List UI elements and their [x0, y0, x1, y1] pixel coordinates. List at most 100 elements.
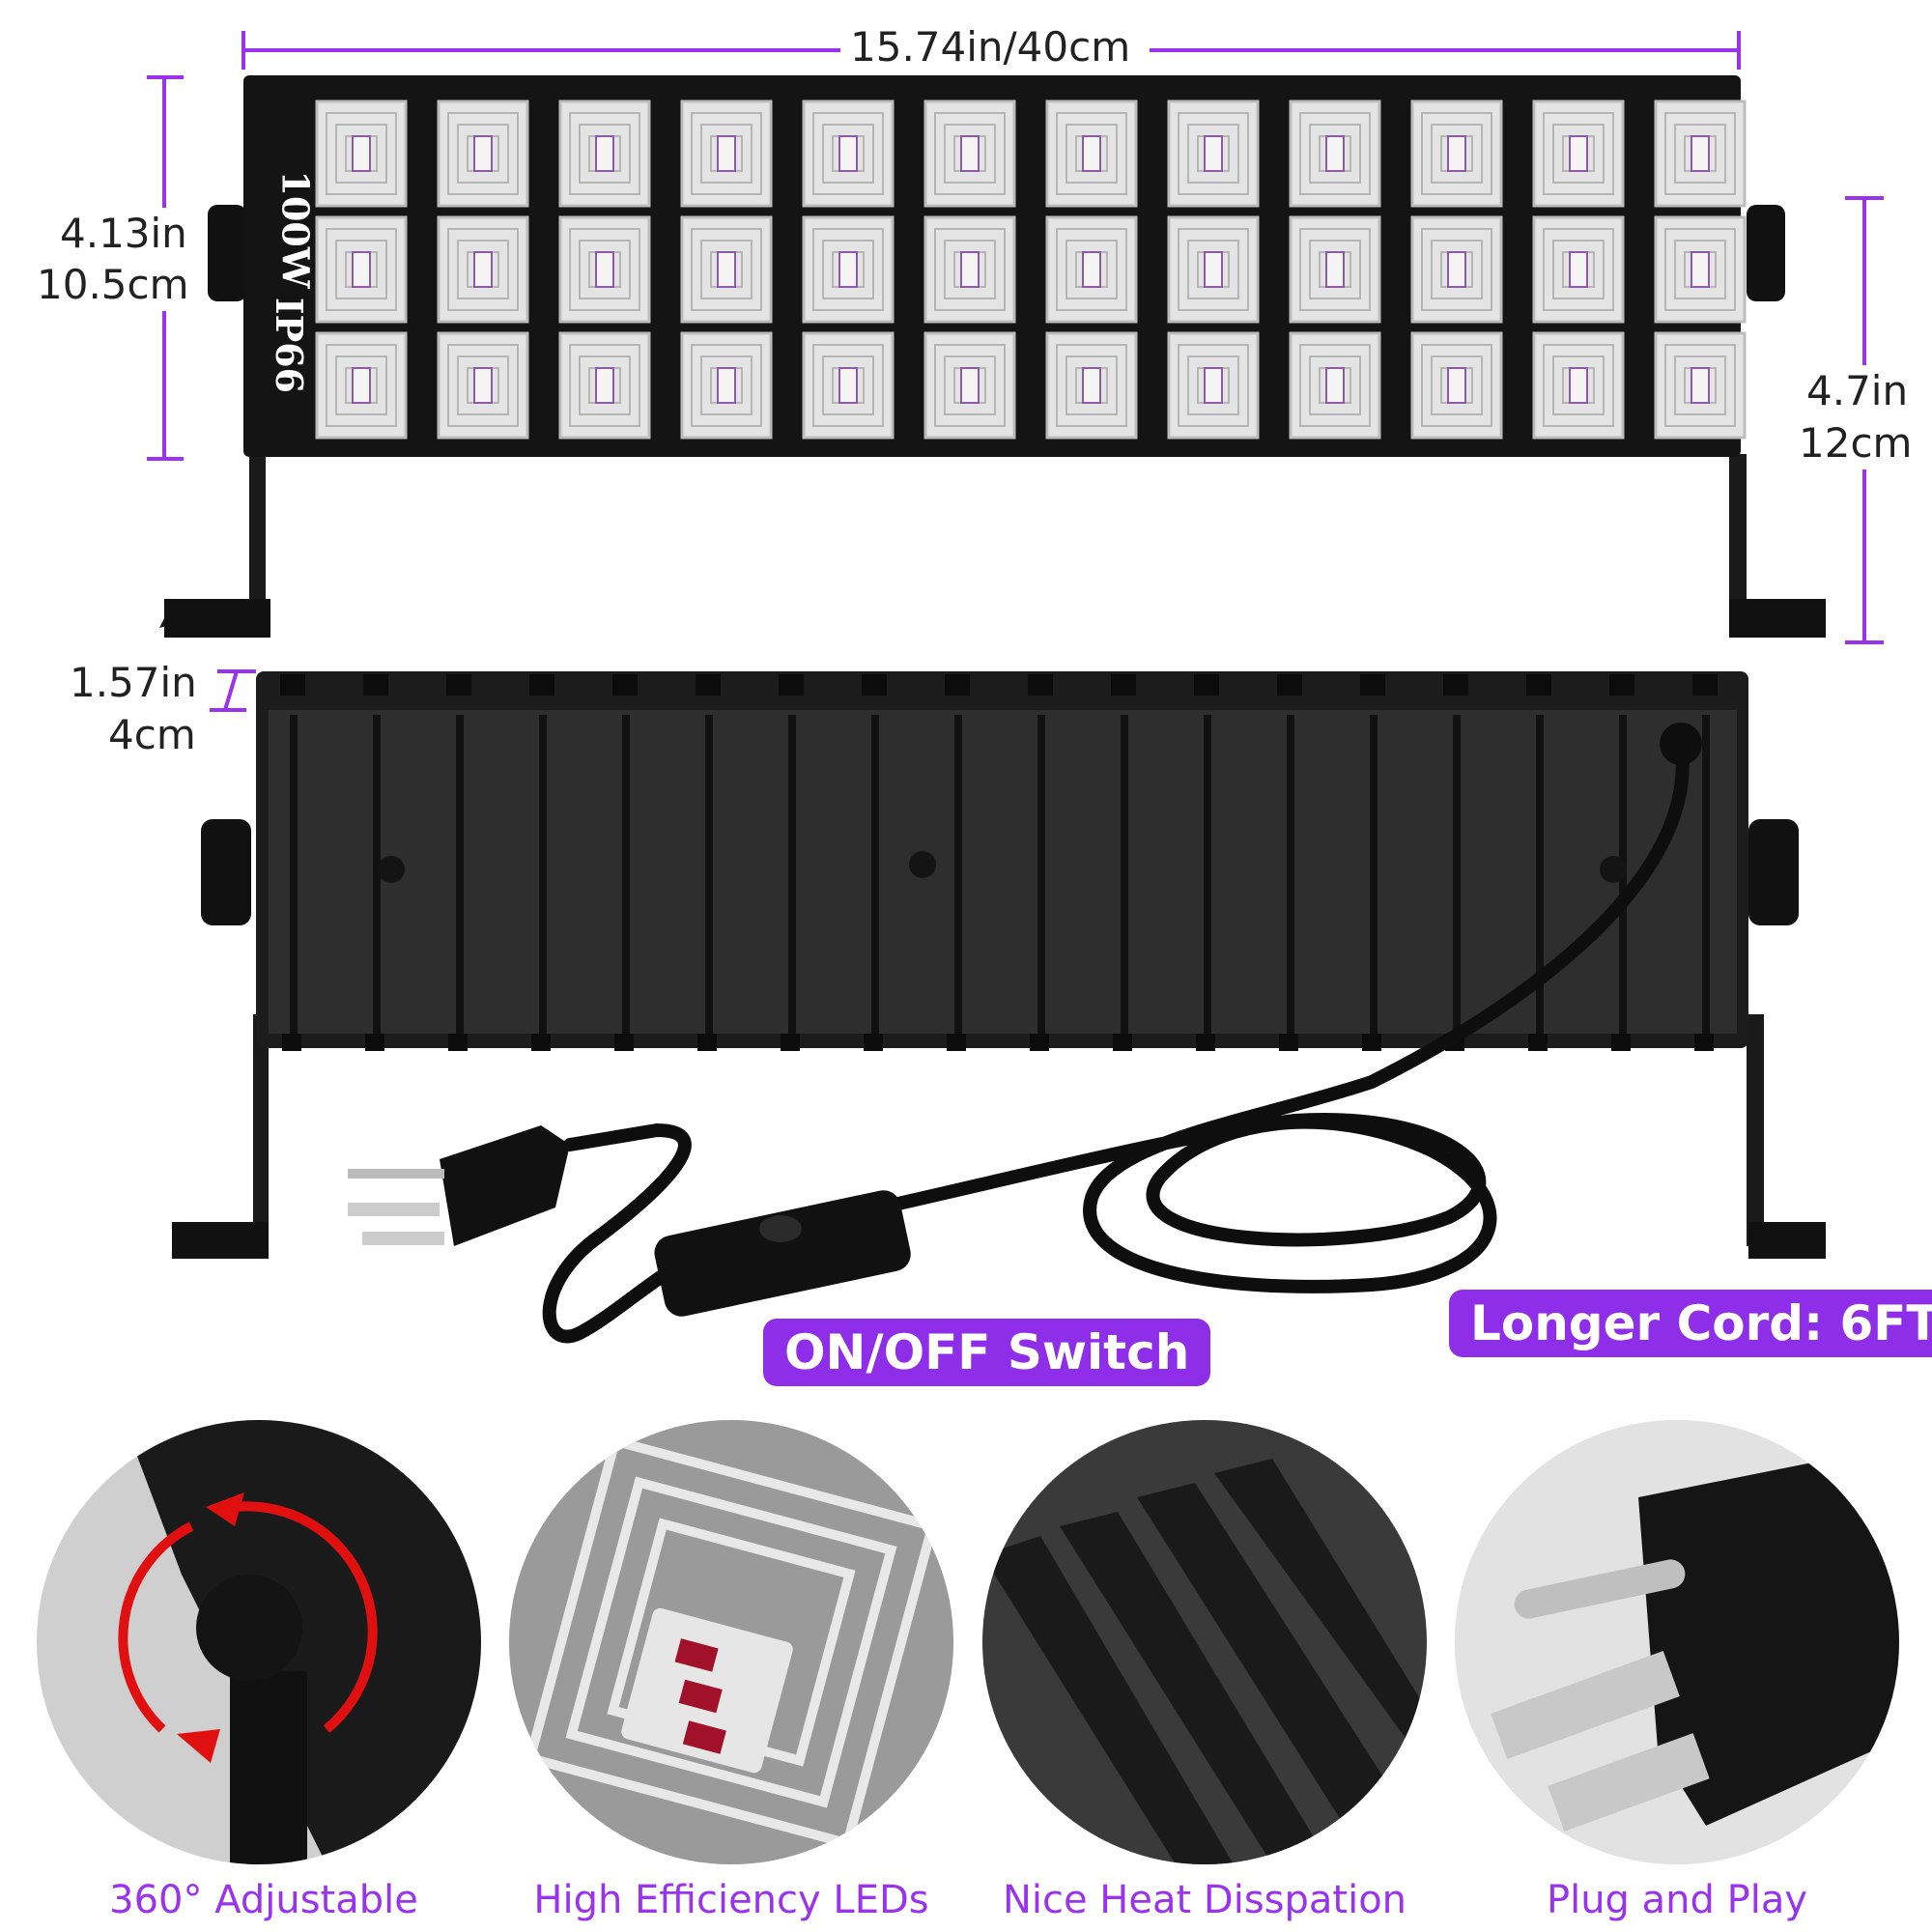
heat-fin-top — [945, 674, 970, 696]
led-module — [437, 215, 529, 324]
heat-fin-bottom — [1362, 1034, 1381, 1051]
cord-callout: Longer Cord: 6FT — [1449, 1290, 1932, 1357]
heat-fin-bottom — [1279, 1034, 1298, 1051]
heat-fin-top — [1277, 674, 1302, 696]
switch-callout: ON/OFF Switch — [763, 1319, 1211, 1386]
feature-circle-heat — [982, 1420, 1427, 1864]
heat-fin — [705, 715, 713, 1034]
led-module — [1045, 215, 1138, 324]
panel-height-cm: 10.5cm — [37, 259, 189, 311]
led-module — [1167, 99, 1260, 208]
led-module — [558, 331, 651, 440]
heat-fin-top — [612, 674, 638, 696]
led-chip-icon — [509, 1420, 953, 1864]
heat-fin-bottom — [365, 1034, 384, 1051]
heat-fin-bottom — [1196, 1034, 1215, 1051]
heat-fin — [1370, 715, 1378, 1034]
led-module — [802, 99, 895, 208]
led-module — [1654, 215, 1747, 324]
feature-label-heat: Nice Heat Disspation — [1002, 1878, 1407, 1922]
heat-fin-bottom — [448, 1034, 468, 1051]
led-module — [437, 99, 529, 208]
heat-fin-top — [862, 674, 887, 696]
switch-icon — [654, 1190, 911, 1317]
heat-fin — [539, 715, 547, 1034]
heat-fin-bottom — [1113, 1034, 1132, 1051]
power-cord — [542, 723, 1702, 1344]
feature-label-adjustable: 360° Adjustable — [109, 1878, 418, 1922]
width-dimension-line — [242, 31, 1741, 70]
heat-fin-bottom — [1528, 1034, 1548, 1051]
feature-circle-adjustable — [37, 1420, 481, 1864]
width-label: 15.74in/40cm — [850, 21, 1131, 73]
total-height-cm: 12cm — [1799, 417, 1913, 469]
heat-fin-top — [779, 674, 804, 696]
heat-fin — [1702, 715, 1710, 1034]
heat-fin-top — [1526, 674, 1551, 696]
led-module — [802, 215, 895, 324]
heat-fin — [1536, 715, 1544, 1034]
heat-fin-bottom — [614, 1034, 634, 1051]
heat-fin-bottom — [781, 1034, 800, 1051]
led-module — [1410, 331, 1503, 440]
heat-fin — [290, 715, 298, 1034]
led-module — [1532, 99, 1625, 208]
led-module — [923, 99, 1016, 208]
led-module — [1532, 331, 1625, 440]
heat-fin-bottom — [531, 1034, 551, 1051]
mount-dot — [909, 851, 936, 878]
heat-fin-bottom — [697, 1034, 717, 1051]
feature-circle-plug — [1455, 1420, 1899, 1864]
heat-fin-top — [1692, 674, 1718, 696]
heat-fin-bottom — [947, 1034, 966, 1051]
led-module — [1167, 331, 1260, 440]
heat-fin-bottom — [1694, 1034, 1714, 1051]
led-grid — [315, 99, 1747, 440]
heat-fin — [788, 715, 796, 1034]
heat-fin-bottom — [282, 1034, 301, 1051]
heat-fin-bottom — [1030, 1034, 1049, 1051]
feature-circle-leds — [509, 1420, 953, 1864]
rotate-knob-icon — [118, 1492, 378, 1763]
heat-fin-bottom — [864, 1034, 883, 1051]
led-module — [923, 331, 1016, 440]
heat-fin-top — [1609, 674, 1634, 696]
heat-fin — [1121, 715, 1128, 1034]
total-height-in: 4.7in — [1806, 365, 1909, 417]
led-module — [923, 215, 1016, 324]
heat-fin — [1204, 715, 1211, 1034]
heat-fin — [1453, 715, 1461, 1034]
led-module — [1045, 331, 1138, 440]
feature-label-leds: High Efficiency LEDs — [533, 1878, 929, 1922]
mount-dot — [1600, 856, 1627, 883]
led-module — [558, 99, 651, 208]
led-module — [1289, 331, 1381, 440]
heat-fin-top — [1028, 674, 1053, 696]
depth-in: 1.57in — [70, 657, 197, 709]
heat-fin-top — [1443, 674, 1468, 696]
led-module — [1289, 215, 1381, 324]
led-module — [1410, 215, 1503, 324]
depth-cm: 4cm — [108, 709, 196, 761]
led-module — [1289, 99, 1381, 208]
plug-detail-icon — [1455, 1420, 1899, 1864]
led-module — [802, 331, 895, 440]
heat-fin-top — [696, 674, 721, 696]
led-module — [315, 99, 408, 208]
heat-fin-top — [363, 674, 388, 696]
heat-fin-top — [1111, 674, 1136, 696]
feature-label-plug: Plug and Play — [1546, 1878, 1808, 1922]
led-module — [1167, 215, 1260, 324]
led-module — [1532, 215, 1625, 324]
heat-fin-bottom — [1611, 1034, 1631, 1051]
heat-fin — [871, 715, 879, 1034]
heat-fin-top — [280, 674, 305, 696]
plug-icon — [348, 1125, 570, 1246]
heat-fin-top — [1194, 674, 1219, 696]
heat-fin — [456, 715, 464, 1034]
heat-fin — [373, 715, 381, 1034]
heat-fin — [622, 715, 630, 1034]
depth-dimension-line — [210, 669, 256, 712]
heat-fin — [954, 715, 962, 1034]
led-module — [315, 331, 408, 440]
